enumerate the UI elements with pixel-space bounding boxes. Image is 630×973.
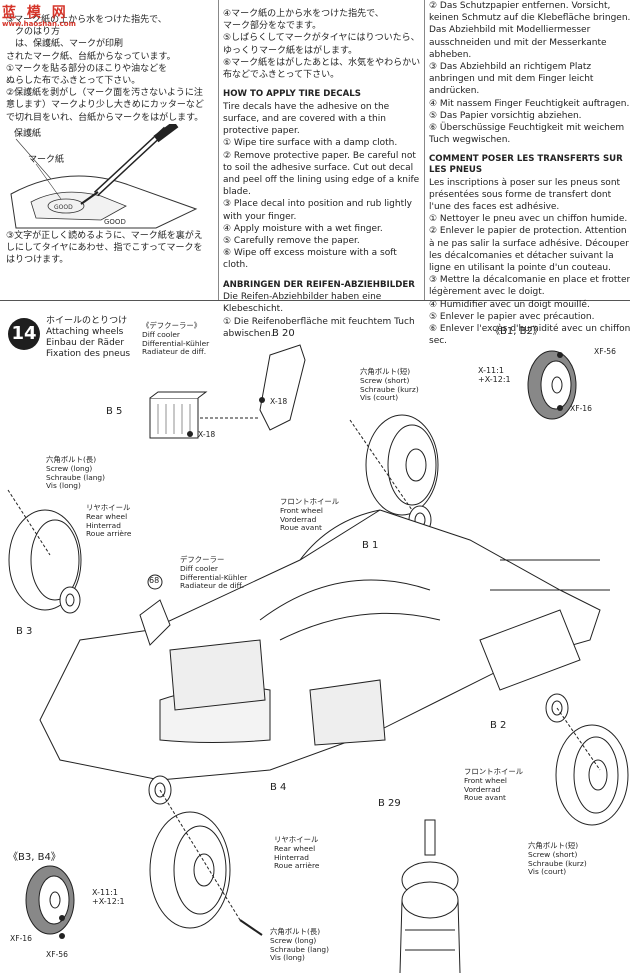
code-x18-bottom: X-18 — [198, 430, 216, 439]
step-title-fr: Fixation des pneus — [46, 349, 131, 359]
svg-text:GOOD: GOOD — [104, 218, 126, 226]
watermark-url: www.haoshan.com — [2, 20, 76, 28]
label-protective-paper: 保護紙 — [14, 128, 42, 139]
label-decal-paper: マーク紙 — [28, 154, 65, 165]
watermark-logo: 蓝 模 网 www.haoshan.com — [2, 2, 76, 28]
part-b2: B 2 — [490, 720, 507, 731]
jp-step2: ②保護紙を剥がし（マーク面を汚さないように注意します）マークより少し大きめにカッ… — [6, 88, 204, 123]
part-b3: B 3 — [16, 626, 33, 637]
code-xf56-top: XF-56 — [594, 347, 616, 356]
de-instructions-cont: ② Das Schutzpapier entfernen. Vorsicht, … — [429, 1, 630, 146]
code-xf56-bottom: XF-56 — [46, 950, 68, 959]
label-screw-long-bottom: 六角ボルト(長)Screw (long) Schraube (lang)Vis … — [270, 927, 330, 963]
ratio-top: X-11:1+X-12:1 — [478, 366, 511, 384]
step-title-en: Attaching wheels — [46, 327, 124, 337]
heading-en: HOW TO APPLY TIRE DECALS — [223, 89, 361, 100]
de-instructions-start: Die Reifen-Abziehbilder haben eine Klebe… — [223, 292, 415, 339]
heading-fr: COMMENT POSER LES TRANSFERTS SUR LES PNE… — [429, 154, 623, 176]
step-title-de: Einbau der Räder — [46, 338, 125, 348]
header-b1-b2: 《B1, B2》 — [490, 326, 543, 337]
part-b29: B 29 — [378, 798, 401, 809]
english-column: ④マーク紙の上から水をつけた指先で、 マーク部分をなでます。 ⑤しばらくしてマー… — [218, 0, 423, 339]
label-screw-short-top: 六角ボルト(短)Screw (short) Schraube (kurz)Vis… — [360, 367, 419, 403]
decal-illustration: GOOD GOOD 保護紙 マーク紙 — [6, 120, 206, 230]
part-b20: B 20 — [272, 328, 295, 339]
code-xf16-bottom: XF-16 — [10, 934, 32, 943]
en-instructions: Tire decals have the adhesive on the sur… — [223, 101, 420, 271]
japanese-column: ③マーク紙の上から水をつけた指先で、 クのはり方 は、保護紙、マークが印刷 され… — [6, 0, 206, 300]
heading-de: ANBRINGEN DER REIFEN-ABZIEHBILDER — [223, 279, 415, 290]
step-title-jp: ホイールのとりつけ — [46, 316, 128, 326]
jp-step1: ①マークを貼る部分のほこりや油などを ぬらした布でふきとって下さい。 — [6, 63, 168, 87]
part-b5: B 5 — [106, 406, 123, 417]
ratio-bottom: X-11:1+X-12:1 — [92, 888, 125, 906]
part-b1: B 1 — [362, 540, 379, 551]
watermark-title: 蓝 模 网 — [2, 5, 69, 21]
decal-instructions-band: ③マーク紙の上から水をつけた指先で、 クのはり方 は、保護紙、マークが印刷 され… — [0, 0, 630, 346]
code-xf16-top: XF-16 — [570, 404, 592, 413]
header-b3-b4: 《B3, B4》 — [8, 852, 61, 863]
jp-steps-456: ④マーク紙の上から水をつけた指先で、 マーク部分をなでます。 ⑤しばらくしてマー… — [223, 9, 421, 81]
german-french-column: ② Das Schutzpapier entfernen. Vorsicht, … — [424, 0, 630, 346]
fr-instructions: Les inscriptions à poser sur les pneus s… — [429, 177, 630, 347]
part-b4: B 4 — [270, 782, 287, 793]
part-68: 68 — [149, 576, 160, 585]
step-title: ホイールのとりつけ Attaching wheels Einbau der Rä… — [46, 316, 130, 360]
jp-intro: ③マーク紙の上から水をつけた指先で、 クのはり方 は、保護紙、マークが印刷 され… — [6, 15, 176, 62]
jp-step3: ③文字が正しく読めるように、マーク紙を裏がえしにしてタイヤにあわせ、指でこすって… — [6, 230, 203, 266]
step-number-badge: 14 — [8, 318, 40, 350]
svg-text:GOOD: GOOD — [54, 204, 73, 211]
label-screw-long-left: 六角ボルト(長)Screw (long) Schraube (lang)Vis … — [46, 455, 106, 491]
label-screw-short-right: 六角ボルト(短)Screw (short) Schraube (kurz)Vis… — [528, 841, 587, 877]
cutter-decal-drawing: GOOD GOOD — [10, 120, 198, 229]
code-x18-top: X-18 — [270, 397, 288, 406]
